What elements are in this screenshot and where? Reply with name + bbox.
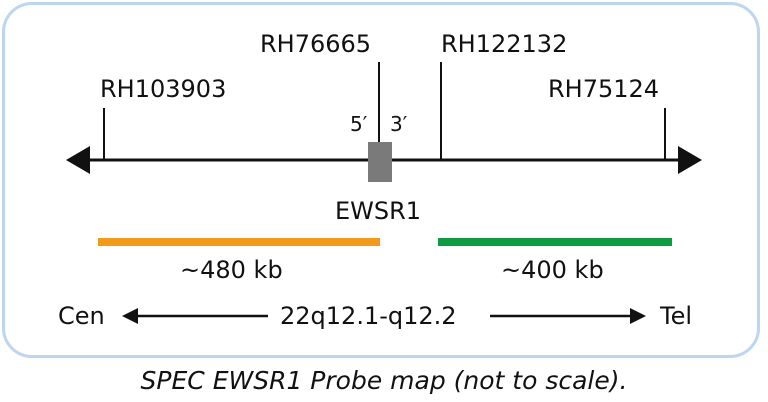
orientation-right-label: Tel <box>659 302 692 330</box>
marker-label-rh103903: RH103903 <box>100 75 226 103</box>
axis-left-arrowhead <box>66 146 90 174</box>
axis-right-arrowhead <box>678 146 702 174</box>
marker-label-rh122132: RH122132 <box>441 30 567 58</box>
gene-name-label: EWSR1 <box>335 197 421 225</box>
orientation-region-label: 22q12.1-q12.2 <box>280 302 457 330</box>
gene-five-prime-label: 5′ <box>350 112 368 136</box>
orientation-left-arrowhead <box>122 308 138 324</box>
probe-bar-centromeric <box>98 238 380 246</box>
probe-bar-telomeric <box>438 238 672 246</box>
gene-ewsr1-box <box>368 142 392 182</box>
diagram-frame <box>2 2 760 358</box>
orientation-left-label: Cen <box>58 302 105 330</box>
figure-caption: SPEC EWSR1 Probe map (not to scale). <box>140 366 628 395</box>
orientation-right-arrowhead <box>630 308 646 324</box>
marker-label-rh75124: RH75124 <box>548 75 659 103</box>
probe-size-label-centromeric: ~480 kb <box>180 256 283 284</box>
marker-label-rh76665: RH76665 <box>260 30 371 58</box>
probe-size-label-telomeric: ~400 kb <box>501 256 604 284</box>
gene-three-prime-label: 3′ <box>390 112 408 136</box>
